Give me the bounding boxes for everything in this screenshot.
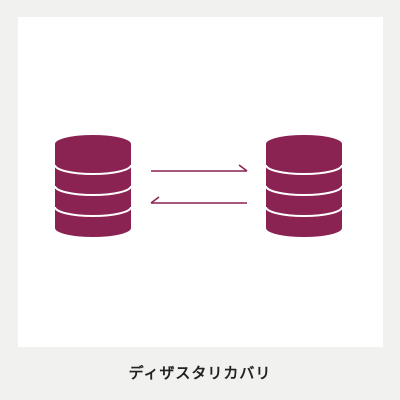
arrow-left-icon — [150, 196, 247, 204]
replication-diagram — [54, 134, 343, 238]
diagram-caption: ディザスタリカバリ — [128, 364, 272, 382]
diagram-card — [18, 17, 383, 347]
target-database-icon — [265, 134, 343, 238]
arrow-right-icon — [151, 164, 248, 172]
source-database-icon — [54, 134, 132, 238]
